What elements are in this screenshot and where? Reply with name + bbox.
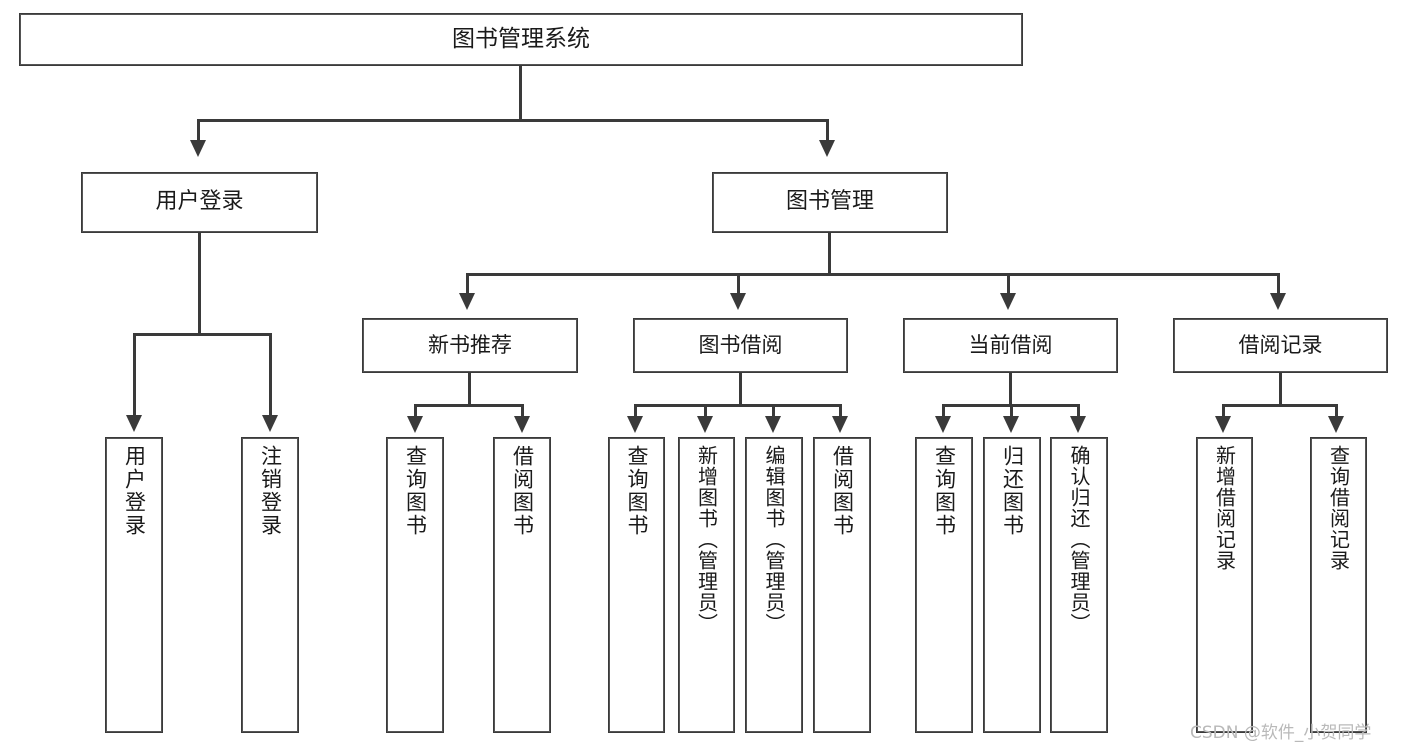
- node-label: 借阅图书: [510, 445, 535, 537]
- arrow-bm-to-current-borrow: [1000, 293, 1016, 310]
- connector-cb-branch-3: [1077, 404, 1080, 418]
- node-book-borrow[interactable]: 图书借阅: [633, 318, 848, 373]
- node-book-management[interactable]: 图书管理: [712, 172, 948, 233]
- arrow-nbr-leaf-2: [514, 416, 530, 433]
- arrow-nbr-leaf-1: [407, 416, 423, 433]
- node-label: 编辑图书（管理员）: [762, 445, 786, 634]
- leaf-borrow-record-add-record[interactable]: 新增借阅记录: [1196, 437, 1253, 733]
- connector-bb-branch-1: [634, 404, 637, 418]
- connector-bb-stem: [739, 373, 742, 406]
- node-label: 图书借阅: [698, 332, 783, 357]
- arrow-cb-leaf-1: [935, 416, 951, 433]
- node-label: 查询图书: [625, 445, 649, 537]
- arrow-user-login-leaf-2: [262, 415, 278, 432]
- connector-bb-branch-2: [704, 404, 707, 418]
- leaf-book-borrow-add-book-admin[interactable]: 新增图书（管理员）: [678, 437, 735, 733]
- node-label: 图书管理: [785, 189, 874, 215]
- node-new-book-recommend[interactable]: 新书推荐: [362, 318, 578, 373]
- arrow-root-to-user-login: [190, 140, 206, 157]
- node-label: 图书管理系统: [452, 25, 590, 52]
- leaf-current-borrow-confirm-return-admin[interactable]: 确认归还（管理员）: [1050, 437, 1108, 733]
- connector-bm-branch-4: [1277, 273, 1280, 295]
- node-label: 当前借阅: [968, 332, 1053, 357]
- connector-user-login-branch-1: [133, 333, 136, 417]
- arrow-br-leaf-1: [1215, 416, 1231, 433]
- connector-bb-branch-4: [839, 404, 842, 418]
- node-root-book-management-system[interactable]: 图书管理系统: [19, 13, 1023, 66]
- connector-cb-branch-2: [1010, 404, 1013, 418]
- arrow-bb-leaf-1: [627, 416, 643, 433]
- connector-bm-branch-1: [466, 273, 469, 295]
- arrow-bm-to-new-book-recommend: [459, 293, 475, 310]
- connector-book-management-bar: [466, 273, 1280, 276]
- node-borrow-record[interactable]: 借阅记录: [1173, 318, 1388, 373]
- connector-user-login-stem: [198, 233, 201, 335]
- connector-br-branch-2: [1335, 404, 1338, 418]
- connector-root-bar: [197, 119, 828, 122]
- arrow-br-leaf-2: [1328, 416, 1344, 433]
- connector-br-branch-1: [1222, 404, 1225, 418]
- leaf-book-borrow-borrow-book[interactable]: 借阅图书: [813, 437, 871, 733]
- connector-nbr-branch-2: [521, 404, 524, 418]
- connector-root-to-user-login: [197, 119, 200, 143]
- csdn-watermark: CSDN @软件_小贺同学: [1190, 723, 1372, 743]
- node-label: 新增图书（管理员）: [694, 445, 719, 634]
- connector-cb-stem: [1009, 373, 1012, 406]
- leaf-book-borrow-query-book[interactable]: 查询图书: [608, 437, 665, 733]
- node-label: 借阅图书: [830, 445, 855, 537]
- arrow-bb-leaf-2: [697, 416, 713, 433]
- node-label: 注销登录: [258, 445, 283, 537]
- arrow-bb-leaf-4: [832, 416, 848, 433]
- node-label: 归还图书: [1000, 445, 1025, 537]
- connector-br-stem: [1279, 373, 1282, 406]
- node-label: 借阅记录: [1238, 332, 1323, 357]
- arrow-cb-leaf-2: [1003, 416, 1019, 433]
- node-label: 用户登录: [122, 445, 147, 537]
- node-label: 查询图书: [932, 445, 957, 537]
- node-label: 用户登录: [155, 189, 244, 215]
- connector-bm-branch-3: [1007, 273, 1010, 295]
- leaf-user-login-logout[interactable]: 注销登录: [241, 437, 299, 733]
- leaf-current-borrow-return-book[interactable]: 归还图书: [983, 437, 1041, 733]
- connector-user-login-bar: [133, 333, 272, 336]
- connector-root-to-book-management: [826, 119, 829, 143]
- connector-bb-bar: [634, 404, 842, 407]
- connector-user-login-branch-2: [269, 333, 272, 417]
- connector-bm-branch-2: [737, 273, 740, 295]
- connector-br-bar: [1222, 404, 1338, 407]
- node-current-borrow[interactable]: 当前借阅: [903, 318, 1118, 373]
- connector-root-stem: [519, 66, 522, 121]
- leaf-new-book-query-book[interactable]: 查询图书: [386, 437, 444, 733]
- node-label: 查询图书: [403, 445, 428, 537]
- arrow-bm-to-borrow-record: [1270, 293, 1286, 310]
- node-label: 新书推荐: [428, 332, 512, 357]
- leaf-new-book-borrow-book[interactable]: 借阅图书: [493, 437, 551, 733]
- connector-cb-branch-1: [942, 404, 945, 418]
- node-user-login[interactable]: 用户登录: [81, 172, 318, 233]
- connector-nbr-branch-1: [414, 404, 417, 418]
- leaf-book-borrow-edit-book-admin[interactable]: 编辑图书（管理员）: [745, 437, 803, 733]
- arrow-cb-leaf-3: [1070, 416, 1086, 433]
- connector-book-management-stem: [828, 233, 831, 275]
- leaf-current-borrow-query-book[interactable]: 查询图书: [915, 437, 973, 733]
- connector-nbr-stem: [468, 373, 471, 406]
- node-label: 确认归还（管理员）: [1067, 445, 1091, 634]
- arrow-bm-to-book-borrow: [730, 293, 746, 310]
- leaf-user-login-login[interactable]: 用户登录: [105, 437, 163, 733]
- node-label: 查询借阅记录: [1326, 445, 1351, 571]
- connector-bb-branch-3: [772, 404, 775, 418]
- arrow-user-login-leaf-1: [126, 415, 142, 432]
- connector-nbr-bar: [414, 404, 524, 407]
- leaf-borrow-record-query-record[interactable]: 查询借阅记录: [1310, 437, 1367, 733]
- arrow-root-to-book-management: [819, 140, 835, 157]
- node-label: 新增借阅记录: [1212, 445, 1237, 571]
- arrow-bb-leaf-3: [765, 416, 781, 433]
